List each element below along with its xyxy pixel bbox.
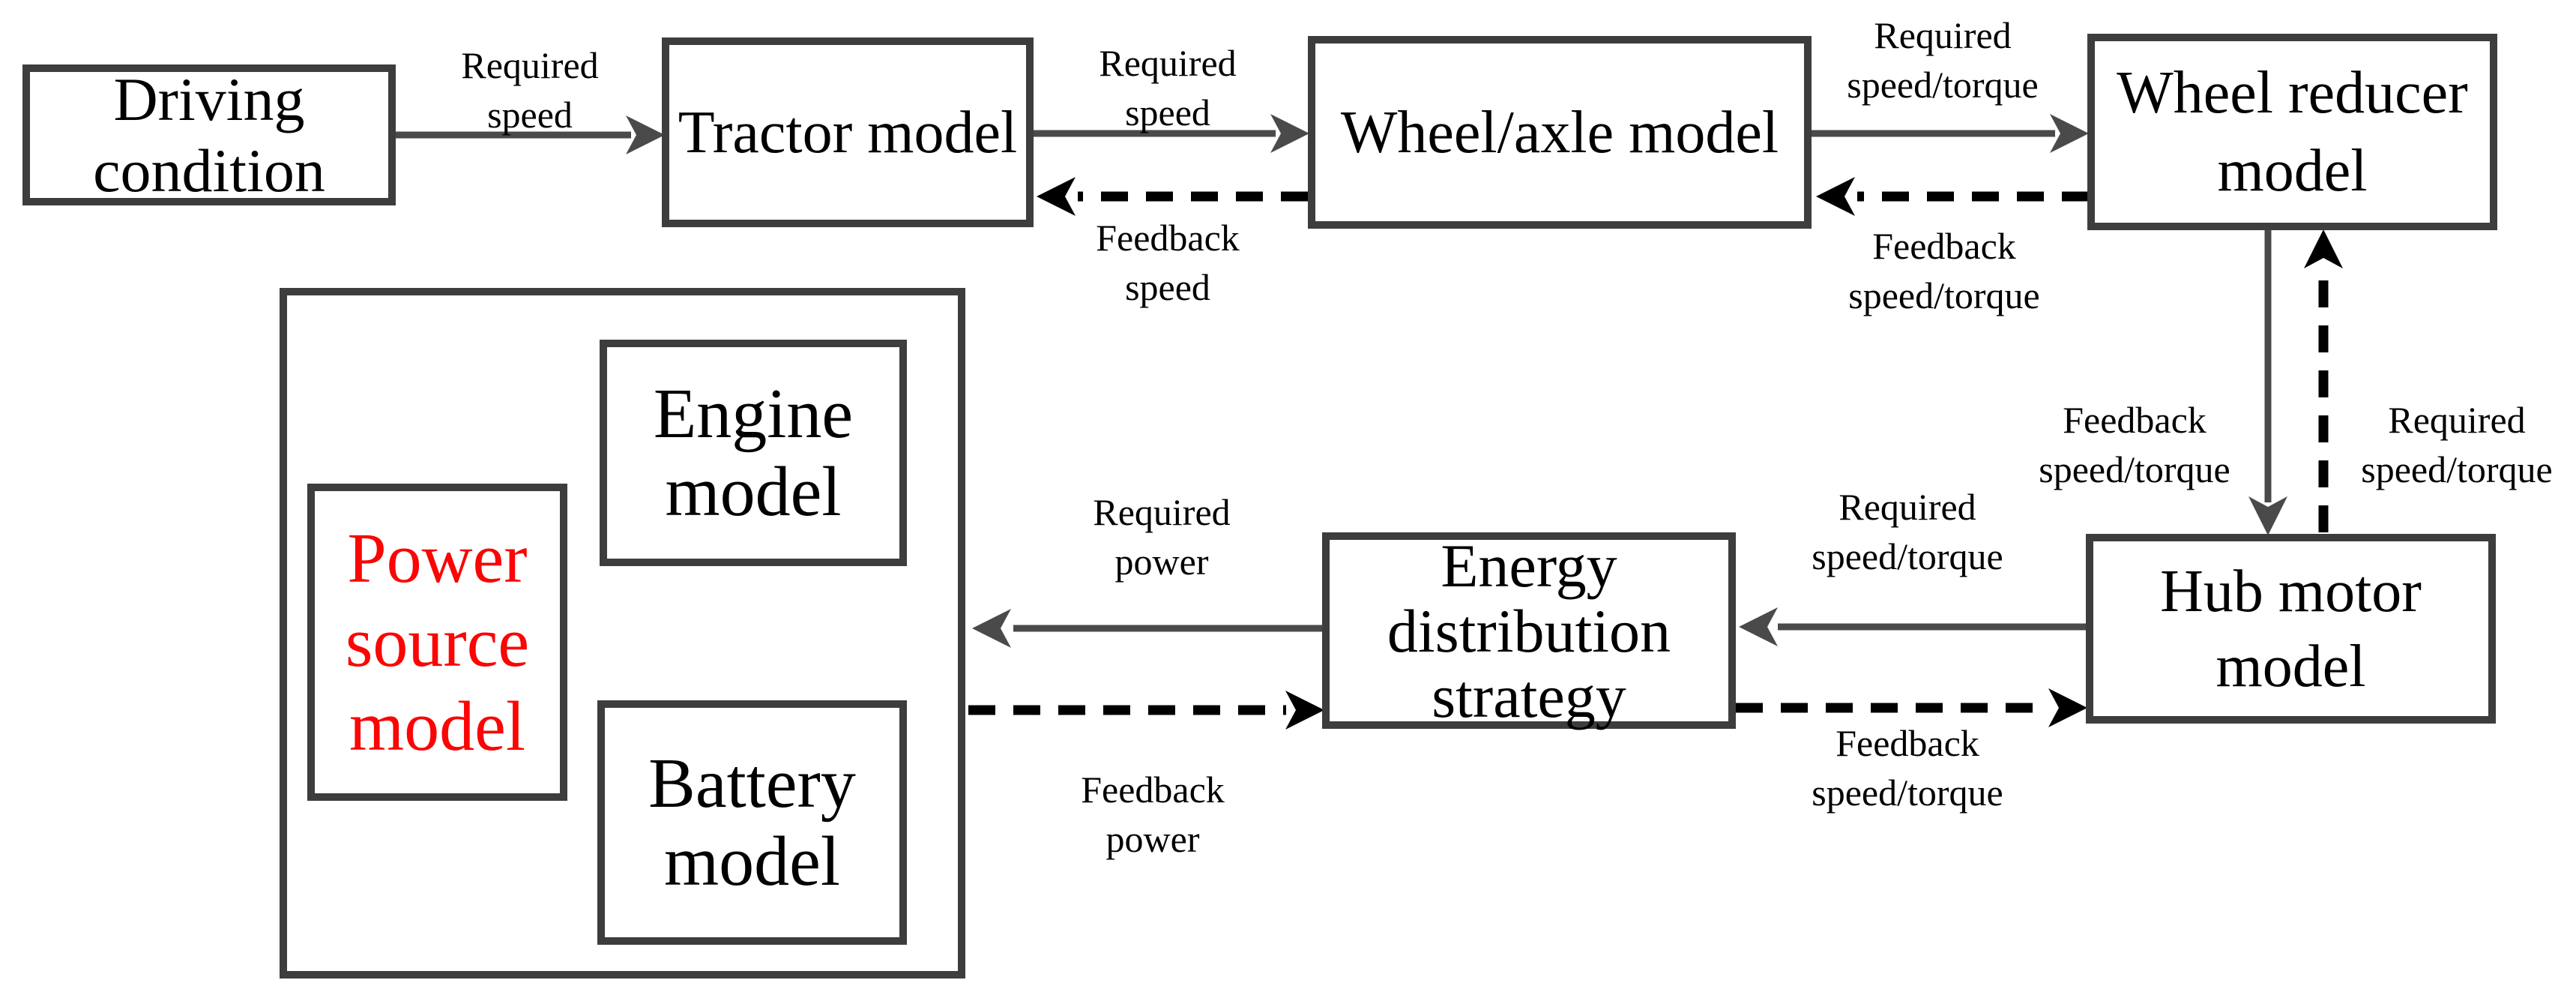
node-hub-motor-model-label: Hub motor model [2160, 558, 2422, 700]
node-hub-motor-model: Hub motor model [2086, 534, 2496, 724]
arrow-hub-to-reducer [2304, 229, 2343, 532]
arrow-wheel-axle-to-tractor [1037, 177, 1308, 216]
node-power-source-model: Power source model [307, 484, 567, 801]
edge-label-tractor-to-wheel-axle: Required speed [1099, 42, 1237, 133]
node-energy-distribution-strategy-label: Energy distribution strategy [1387, 531, 1671, 730]
node-wheel-reducer-model-label: Wheel reducer model [2117, 60, 2468, 204]
node-wheel-axle-model: Wheel/axle model [1308, 36, 1812, 229]
arrow-energy-to-hub [1736, 688, 2087, 727]
arrow-tractor-to-wheel-axle [1033, 114, 1309, 153]
edge-label-power-source-to-energy: Feedback power [1081, 769, 1225, 860]
arrow-driving-to-tractor [396, 115, 665, 154]
node-tractor-model: Tractor model [662, 37, 1034, 227]
edge-label-energy-to-hub: Feedback speed/torque [1812, 722, 2003, 814]
node-power-source-model-label: Power source model [345, 519, 530, 766]
arrow-wheel-axle-to-reducer [1810, 114, 2089, 153]
node-wheel-axle-model-label: Wheel/axle model [1340, 99, 1779, 166]
node-energy-distribution-strategy: Energy distribution strategy [1322, 532, 1736, 729]
arrow-hub-to-energy [1739, 607, 2087, 646]
edge-label-wheel-axle-to-tractor: Feedback speed [1096, 217, 1240, 308]
node-driving-condition-label: Driving condition [93, 65, 325, 205]
node-battery-model-label: Battery model [648, 745, 856, 901]
edge-label-reducer-hub-left: Feedback speed/torque [2039, 399, 2230, 490]
node-driving-condition: Driving condition [22, 64, 396, 205]
edge-label-wheel-axle-to-reducer: Required speed/torque [1847, 14, 2039, 106]
edge-label-driving-to-tractor: Required speed [461, 44, 599, 136]
arrow-reducer-to-hub [2248, 230, 2287, 535]
node-tractor-model-label: Tractor model [678, 99, 1018, 166]
edge-label-reducer-to-wheel-axle: Feedback speed/torque [1848, 225, 2040, 316]
arrow-energy-to-power-source [972, 609, 1322, 648]
node-wheel-reducer-model: Wheel reducer model [2087, 34, 2497, 230]
node-engine-model-label: Engine model [653, 375, 854, 531]
node-battery-model: Battery model [597, 700, 907, 945]
arrow-power-source-to-energy [968, 691, 1324, 730]
node-engine-model: Engine model [600, 340, 907, 566]
edge-label-hub-to-energy: Required speed/torque [1812, 486, 2003, 577]
edge-label-energy-to-power-source: Required power [1093, 491, 1231, 583]
arrow-reducer-to-wheel-axle [1816, 177, 2089, 216]
edge-label-reducer-hub-right: Required speed/torque [2361, 399, 2553, 490]
